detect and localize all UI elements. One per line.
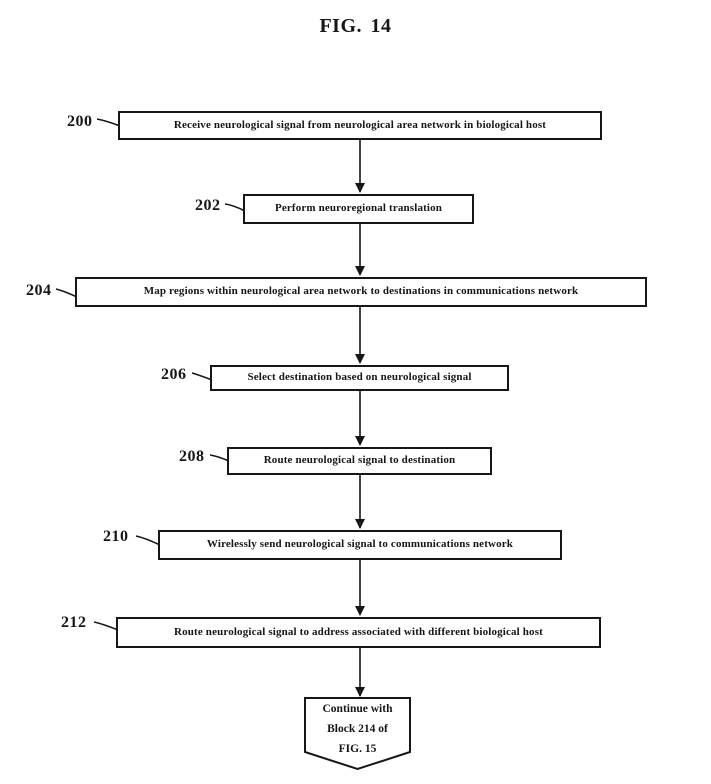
- step-box-210: Wirelessly send neurological signal to c…: [158, 530, 562, 560]
- step-box-200: Receive neurological signal from neurolo…: [118, 111, 602, 140]
- figure-title: FIG. 14: [319, 15, 392, 37]
- ref-label-212: 212: [61, 614, 87, 631]
- ref-label-202: 202: [195, 197, 221, 214]
- step-box-212: Route neurological signal to address ass…: [116, 617, 601, 648]
- leader-line-204: [55, 288, 78, 298]
- step-text-204: Map regions within neurological area net…: [143, 285, 579, 298]
- offpage-connector-shape: [304, 697, 411, 771]
- step-text-200: Receive neurological signal from neurolo…: [173, 118, 547, 131]
- step-text-202: Perform neuroregional translation: [274, 202, 443, 215]
- step-box-202: Perform neuroregional translation: [243, 194, 474, 224]
- step-box-206: Select destination based on neurological…: [210, 365, 509, 391]
- ref-label-204: 204: [26, 282, 52, 299]
- step-text-210: Wirelessly send neurological signal to c…: [206, 538, 514, 551]
- leader-line-206: [191, 372, 213, 381]
- step-box-204: Map regions within neurological area net…: [75, 277, 647, 307]
- step-text-212: Route neurological signal to address ass…: [174, 625, 543, 638]
- offpage-connector-text: Continue with Block 214 of FIG. 15: [305, 699, 410, 759]
- step-box-208: Route neurological signal to destination: [227, 447, 492, 475]
- offpage-line-2: Block 214 of: [327, 723, 388, 735]
- ref-label-200: 200: [67, 113, 93, 130]
- leader-line-210: [135, 535, 161, 546]
- leader-line-202: [224, 203, 246, 212]
- leader-line-200: [96, 118, 121, 127]
- ref-label-210: 210: [103, 528, 129, 545]
- ref-label-208: 208: [179, 448, 205, 465]
- ref-label-206: 206: [161, 366, 187, 383]
- step-text-206: Select destination based on neurological…: [247, 371, 472, 384]
- offpage-line-1: Continue with: [322, 703, 393, 715]
- leader-line-212: [93, 621, 119, 631]
- offpage-line-3: FIG. 15: [338, 743, 377, 755]
- step-text-208: Route neurological signal to destination: [263, 454, 456, 467]
